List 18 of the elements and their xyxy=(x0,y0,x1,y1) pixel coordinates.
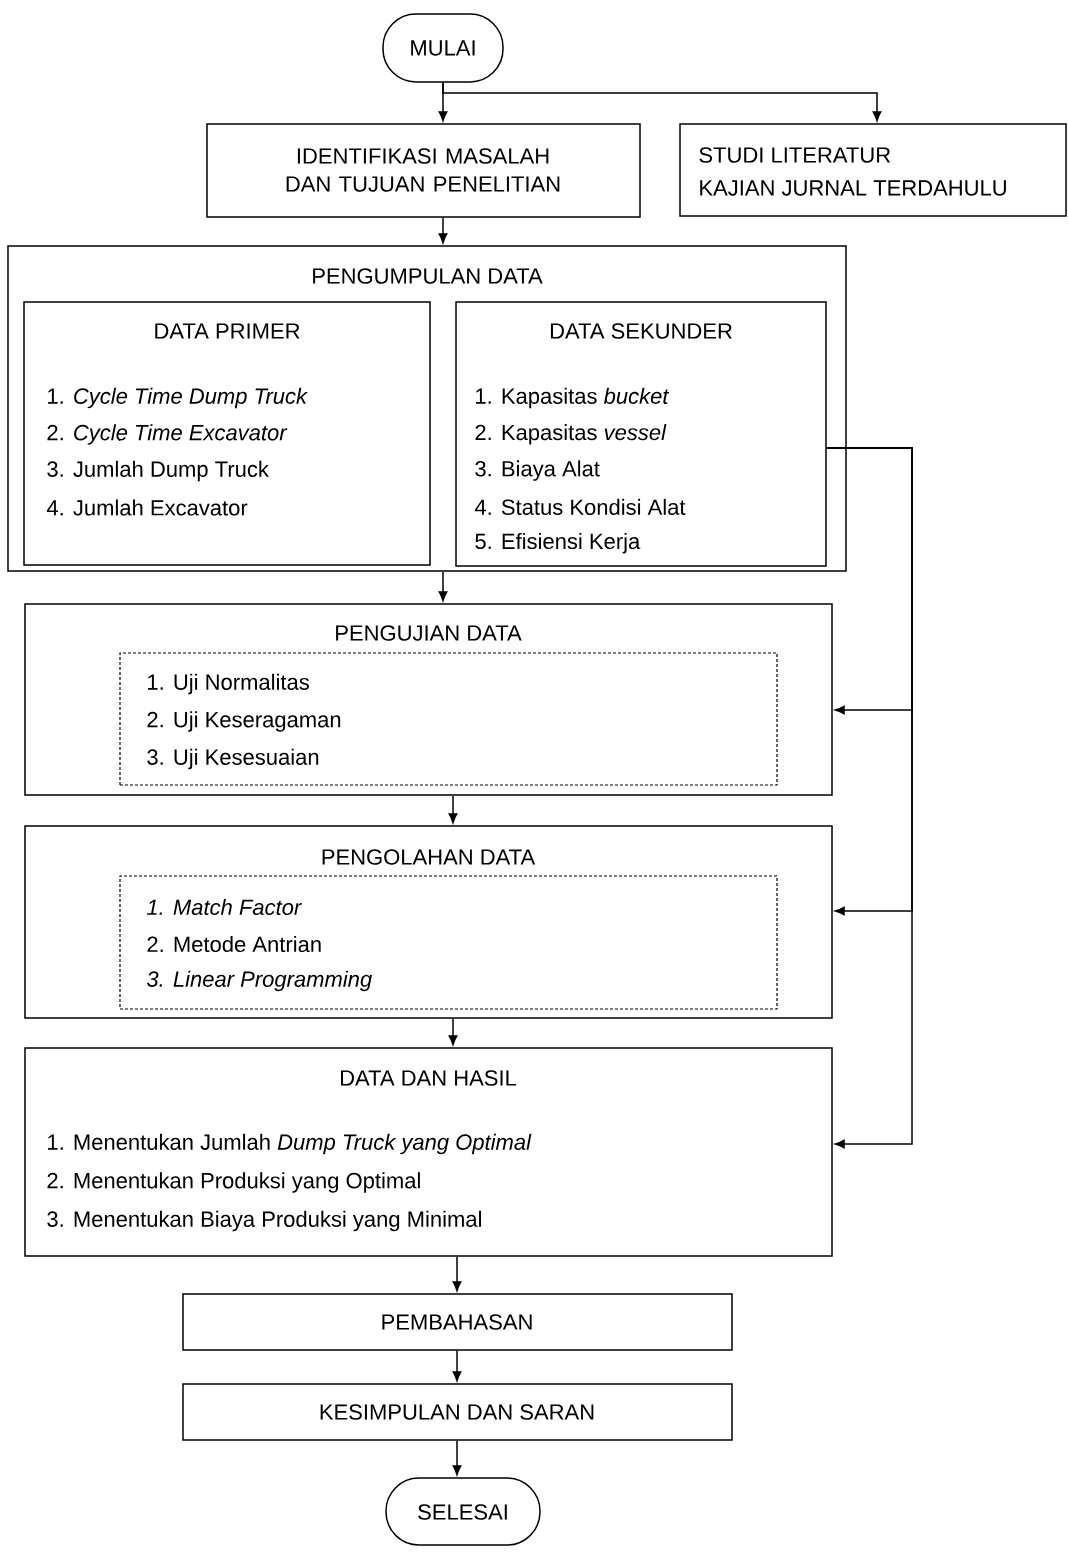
arrow xyxy=(452,1350,462,1382)
arrow xyxy=(826,447,913,1149)
process-box: KESIMPULAN DAN SARAN xyxy=(182,1383,733,1441)
arrow xyxy=(438,571,448,602)
arrow xyxy=(452,1256,462,1292)
process-box: DATA SEKUNDER 1. Kapasitas bucket 2. Kapasitas vessel 3. Biaya Alat 4. Status Kondisi Alat 5. Efisiensi Kerja xyxy=(455,301,827,567)
process-box: IDENTIFIKASI MASALAH DAN TUJUAN PENELITIAN xyxy=(206,123,641,218)
process-box: DATA PRIMER 1. Cycle Time Dump Truck 2. Cycle Time Excavator 3. Jumlah Dump Truck 4. Jumlah Excavator xyxy=(23,301,431,566)
arrow xyxy=(452,1440,462,1476)
arrow xyxy=(448,1018,458,1046)
arrow xyxy=(438,217,448,244)
list-box: 1. Uji Normalitas 2. Uji Keseragaman 3. Uji Kesesuaian xyxy=(119,652,778,786)
process-box: STUDI LITERATUR KAJIAN JURNAL TERDAHULU xyxy=(679,123,1067,217)
arrow xyxy=(442,82,882,122)
list-box: 1. Match Factor 2. Metode Antrian 3. Linear Programming xyxy=(119,875,778,1010)
arrow xyxy=(448,795,458,824)
process-box: PEMBAHASAN xyxy=(182,1293,733,1351)
process-box: DATA DAN HASIL 1. Menentukan Jumlah Dump Truck yang Optimal 2. Menentukan Produksi yang Optimal 3. Menentukan Biaya Produksi yang Minimal xyxy=(24,1047,833,1257)
